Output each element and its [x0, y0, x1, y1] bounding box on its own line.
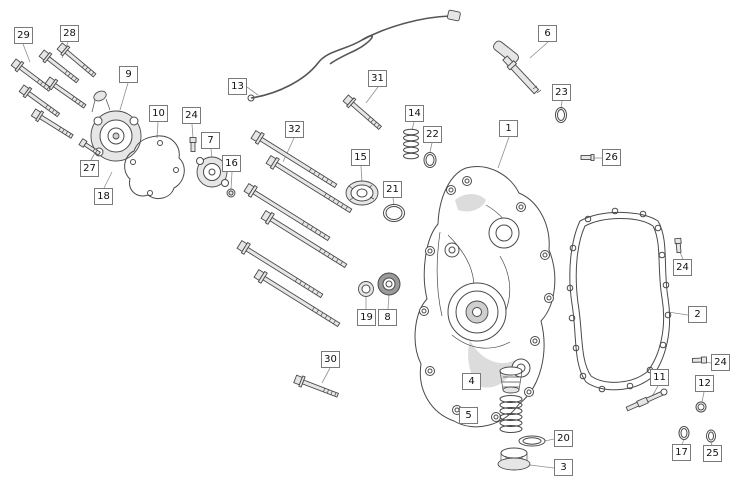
bolt-31-drawing — [341, 93, 385, 133]
water-pump-drawing — [90, 90, 142, 162]
wire-harness-drawing — [247, 9, 461, 102]
callout-18: 18 — [94, 188, 113, 205]
callout-26: 26 — [602, 149, 621, 166]
cover-gasket-drawing — [566, 207, 672, 393]
washer-12-drawing — [695, 401, 707, 413]
callout-7: 7 — [201, 132, 220, 149]
oil-seal-drawing — [345, 180, 379, 206]
oring-21-drawing — [383, 204, 405, 222]
strainer-cup-drawing — [499, 366, 523, 394]
callout-24a: 24 — [182, 107, 201, 124]
leader-lines — [22, 41, 713, 469]
callout-24b: 24 — [673, 259, 692, 276]
mounting-bolts-drawing — [9, 41, 99, 142]
drain-cap-drawing — [497, 447, 531, 471]
callout-19: 19 — [357, 309, 376, 326]
callout-4: 4 — [462, 373, 481, 390]
callout-21: 21 — [383, 181, 402, 198]
callout-28: 28 — [60, 25, 79, 42]
spring-drawing — [403, 128, 419, 160]
callout-15: 15 — [351, 149, 370, 166]
callout-8: 8 — [378, 309, 397, 326]
oring-22-drawing — [423, 152, 437, 168]
pump-cover-drawing — [196, 156, 229, 188]
strainer-spring-drawing — [499, 395, 523, 433]
bolt-30-drawing — [292, 373, 341, 401]
callout-31: 31 — [368, 70, 387, 87]
callout-32: 32 — [285, 121, 304, 138]
dipstick-oring-drawing — [555, 107, 567, 123]
nut-drawing — [226, 188, 236, 198]
callout-20: 20 — [554, 430, 573, 447]
callout-23: 23 — [552, 84, 571, 101]
callout-22: 22 — [423, 126, 442, 143]
plug-24c-drawing — [691, 356, 708, 364]
callout-27: 27 — [80, 160, 99, 177]
callout-30: 30 — [321, 351, 340, 368]
callout-13: 13 — [228, 78, 247, 95]
seal-19-drawing — [358, 281, 374, 297]
oring-17-drawing — [678, 426, 690, 440]
oring-20-drawing — [518, 435, 546, 447]
washer-25-drawing — [706, 429, 716, 443]
callout-29: 29 — [14, 27, 33, 44]
plug-24b-drawing — [674, 237, 683, 254]
water-pump-gasket-drawing — [124, 135, 185, 199]
callout-17: 17 — [672, 444, 691, 461]
shaft-drawing — [625, 388, 668, 412]
callout-11: 11 — [650, 369, 669, 386]
callout-6: 6 — [538, 25, 557, 42]
dowel-pin-drawing — [580, 154, 595, 161]
seal-8-drawing — [377, 272, 401, 296]
callout-1: 1 — [499, 120, 518, 137]
crankcase-cover-drawing — [414, 166, 556, 428]
callout-25: 25 — [703, 445, 722, 462]
callout-10: 10 — [149, 105, 168, 122]
callout-16: 16 — [222, 155, 241, 172]
dipstick-drawing — [493, 40, 542, 95]
callout-14: 14 — [405, 105, 424, 122]
callout-24c: 24 — [711, 354, 730, 371]
callout-2: 2 — [688, 306, 707, 323]
callout-5: 5 — [459, 407, 478, 424]
cover-bolts-drawing — [235, 128, 355, 331]
stud-drawing — [189, 137, 197, 152]
callout-9: 9 — [119, 66, 138, 83]
callout-12: 12 — [695, 375, 714, 392]
callout-3: 3 — [554, 459, 573, 476]
